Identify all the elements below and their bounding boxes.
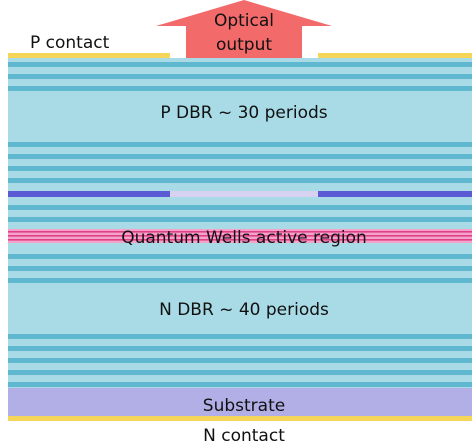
dbr-body [8,58,472,388]
dbr-stripe [8,346,472,351]
oxide-layer-right [318,191,472,197]
dbr-stripe [8,178,472,183]
quantum-well-line [8,239,472,241]
dbr-stripe [8,205,472,210]
dbr-stripe [8,217,472,222]
dbr-stripe [8,86,472,91]
oxide-aperture [170,191,318,197]
substrate-layer [8,388,472,416]
n-contact-layer [8,416,472,421]
dbr-stripe [8,142,472,147]
active-region-label: Quantum Wells active region [121,228,367,248]
p-contact-right [318,53,472,58]
oxide-layer-left [8,191,170,197]
dbr-stripe [8,62,472,67]
dbr-stripe [8,74,472,79]
substrate-label: Substrate [203,396,285,416]
dbr-stripes [8,62,472,387]
dbr-stripe [8,254,472,259]
dbr-stripe [8,154,472,159]
dbr-stripe [8,358,472,363]
dbr-stripe [8,166,472,171]
n-contact-label: N contact [203,426,285,446]
dbr-stripe [8,382,472,387]
p-dbr-label: P DBR ~ 30 periods [160,103,327,123]
p-contact-label: P contact [30,33,110,53]
quantum-well-lines [8,231,472,241]
optical-output-label-line1: Optical [214,11,274,31]
dbr-stripe [8,370,472,375]
optical-output-label-line2: output [216,35,272,55]
quantum-well-line [8,231,472,233]
p-contact-left [8,53,170,58]
n-dbr-label: N DBR ~ 40 periods [159,300,329,320]
dbr-stripe [8,334,472,339]
dbr-stripe [8,266,472,271]
optical-output-arrow [156,0,332,58]
dbr-stripe [8,278,472,283]
quantum-well-line [8,235,472,237]
